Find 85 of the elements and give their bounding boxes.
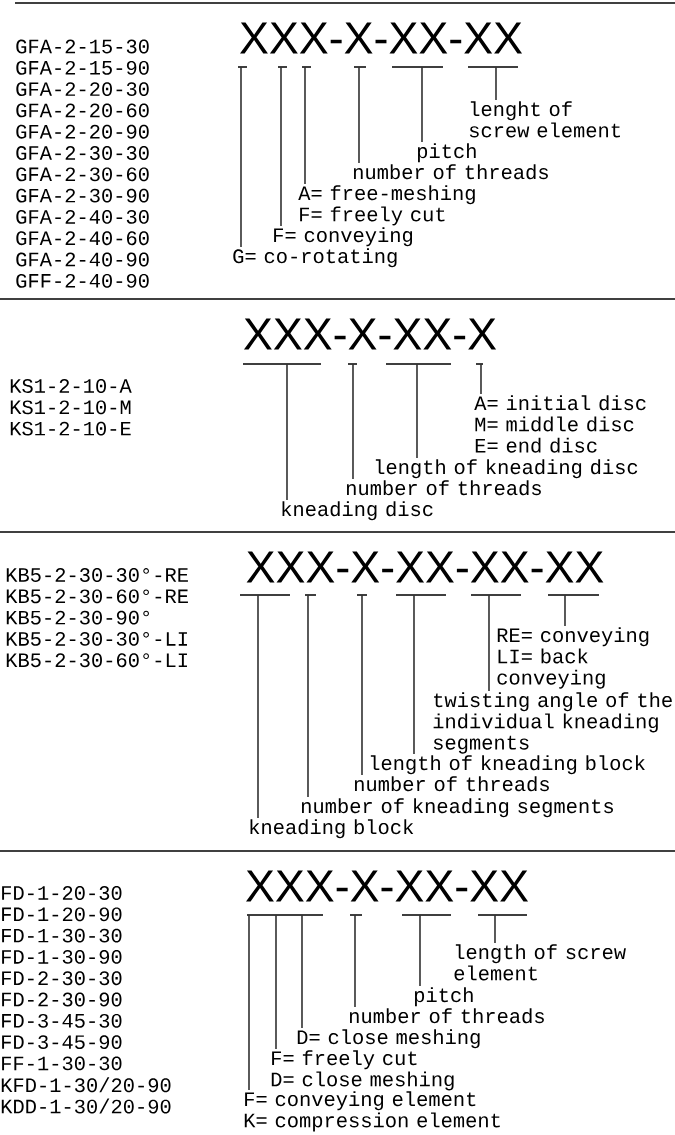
description-text: A= initial disc	[474, 395, 646, 411]
leader-line	[413, 595, 415, 755]
part-code: GFF-2-40-90	[16, 273, 149, 288]
part-code: KB5-2-30-60°-RE	[6, 589, 188, 604]
description-text: lenght of screw element	[469, 101, 620, 138]
description-text: number of kneading segments	[302, 798, 613, 818]
part-code: KB5-2-30-30°-LI	[6, 632, 187, 646]
description-text: number of threads	[350, 1008, 544, 1024]
part-code: FD-2-30-90	[2, 992, 122, 1007]
part-code: GFA-2-20-30	[16, 82, 149, 97]
description-text: G= co-rotating	[233, 248, 397, 268]
description-text: pitch	[415, 987, 473, 1007]
part-code: GFA-2-30-60	[16, 167, 149, 182]
description-text: D= close meshing	[271, 1071, 454, 1091]
part-code: FD-2-30-30	[2, 971, 122, 986]
description-text: number of threads	[347, 480, 541, 496]
description-text: LI= back conveying	[497, 648, 605, 689]
leader-line	[240, 67, 242, 248]
leader-line	[564, 595, 566, 627]
description-text: K= compression element	[244, 1112, 500, 1132]
leader-line	[286, 364, 288, 501]
leader-line	[257, 595, 259, 819]
leader-line	[419, 915, 421, 987]
part-code: GFA-2-40-60	[16, 231, 149, 246]
leader-line	[416, 364, 418, 459]
part-code: GFA-2-30-90	[16, 188, 149, 203]
part-code: FD-3-45-90	[2, 1035, 122, 1050]
part-code: KFD-1-30/20-90	[1, 1077, 171, 1093]
part-code: KB5-2-30-30°-RE	[6, 568, 188, 582]
leader-line	[307, 595, 309, 798]
part-code: KS1-2-10-E	[10, 421, 131, 436]
leader-line	[354, 915, 356, 1008]
leader-line	[304, 67, 306, 185]
code-template: XXX-X-XX-XX-XX	[246, 551, 604, 583]
description-text: M= middle disc	[475, 416, 634, 432]
description-text: number of threads	[355, 776, 549, 792]
description-text: F= freely cut	[272, 1050, 417, 1070]
code-template: XXX-X-XX-X	[243, 318, 497, 350]
description-text: length of screw element	[454, 944, 626, 981]
description-text: kneading block	[250, 819, 414, 839]
leader-line	[488, 595, 490, 692]
leader-line	[495, 67, 497, 101]
part-code: GFA-2-20-90	[16, 124, 149, 139]
part-code: GFA-2-40-90	[16, 252, 149, 267]
part-code: FD-1-30-30	[2, 928, 122, 943]
description-text: length of kneading block	[370, 755, 645, 775]
description-text: F= freely cut	[300, 206, 445, 226]
description-text: pitch	[418, 143, 476, 163]
description-text: number of threads	[354, 164, 548, 180]
part-code: GFA-2-20-60	[16, 103, 149, 118]
code-template: XXX-X-XX-XX	[246, 870, 529, 902]
leader-line	[352, 364, 354, 480]
part-code: FD-3-45-30	[2, 1013, 122, 1028]
part-code: KS1-2-10-A	[10, 379, 132, 393]
leader-line	[358, 67, 360, 164]
leader-line	[480, 364, 482, 395]
description-text: length of kneading disc	[375, 459, 638, 479]
part-code: KB5-2-30-60°-LI	[6, 653, 187, 668]
part-code: KS1-2-10-M	[10, 400, 131, 415]
description-text: F= conveying element	[245, 1091, 476, 1111]
leader-line	[494, 915, 496, 944]
part-code: GFA-2-30-30	[16, 146, 149, 160]
description-text: A= free-meshing	[298, 185, 475, 205]
leader-line	[421, 67, 423, 143]
code-template: XXX-X-XX-XX	[240, 22, 523, 54]
part-code: FD-1-20-30	[2, 886, 122, 900]
part-code: FD-1-20-90	[2, 907, 122, 922]
part-code: GFA-2-40-30	[16, 210, 149, 224]
part-code: GFA-2-15-30	[16, 39, 149, 54]
description-text: RE= conveying	[497, 627, 649, 647]
part-code: KDD-1-30/20-90	[1, 1098, 171, 1114]
description-text: D= close meshing	[297, 1029, 480, 1049]
part-code: GFA-2-15-90	[16, 60, 149, 75]
leader-line	[248, 915, 250, 1091]
description-text: twisting angle of the individual kneading segments	[433, 692, 672, 754]
leader-line	[361, 595, 363, 776]
leader-line	[301, 915, 303, 1029]
description-text: E= end disc	[475, 437, 597, 453]
leader-line	[275, 915, 277, 1050]
part-code: FF-1-30-30	[2, 1056, 122, 1071]
part-code: FD-1-30-90	[2, 950, 122, 964]
leader-line	[280, 67, 282, 227]
part-code: KB5-2-30-90°	[6, 610, 149, 625]
description-text: F= conveying	[274, 227, 413, 247]
description-text: kneading disc	[282, 501, 433, 521]
